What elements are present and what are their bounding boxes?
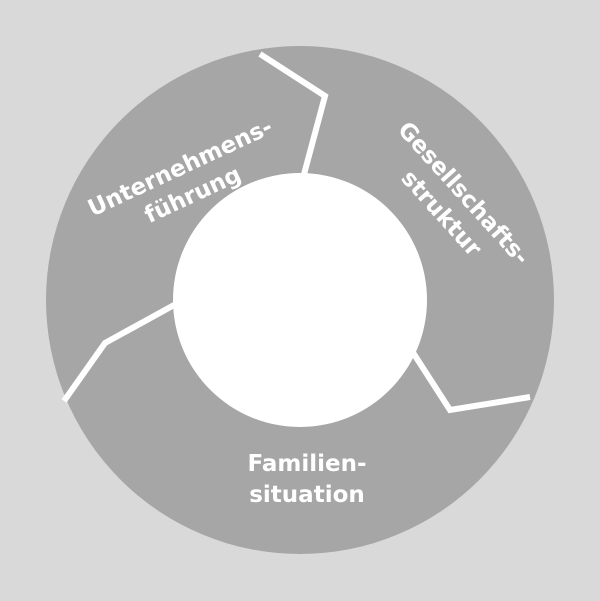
center-hole bbox=[173, 173, 427, 427]
segment-label-line1: Familien- bbox=[247, 451, 366, 477]
segment-label-familiensituation: Familien- situation bbox=[247, 451, 366, 508]
separator-left bbox=[61, 296, 187, 403]
separator-top bbox=[258, 51, 329, 179]
separator-right bbox=[409, 349, 531, 414]
segment-label-line2: situation bbox=[249, 482, 365, 508]
